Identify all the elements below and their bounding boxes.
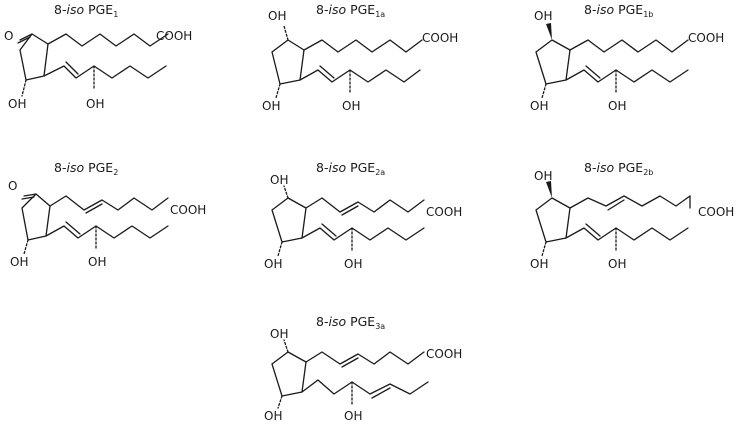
upper-chain [47,33,169,47]
wedge-bond [546,23,552,40]
oh-label: OH [344,409,362,423]
lower-chain [565,227,689,241]
keto-oxygen: O [8,179,17,193]
oh-label: OH [270,173,288,187]
oh-label: OH [88,255,106,269]
keto-oxygen: O [4,29,13,43]
lower-chain [45,225,169,239]
oh-label: OH [530,99,548,113]
cyclopentane-ring [271,197,307,243]
oh-label: OH [342,99,360,113]
cyclopentane-ring [271,351,307,397]
wedge-bond [546,181,552,198]
oh-label: OH [262,99,280,113]
cooh-label: COOH [688,31,724,45]
upper-chain [49,195,169,211]
compound-pge2a: 8-iso PGE2a OH COOH OH OH [264,160,462,271]
compound-pge2b: 8-iso PGE2b OH COOH OH OH [530,160,734,271]
oh-label: OH [530,257,548,271]
cyclopentane-ring [535,39,571,85]
cyclopentane-ring [19,33,49,81]
oh-label: OH [8,97,26,111]
compound-pge1: 8-iso PGE1 O COOH OH OH [4,2,192,111]
compound-title: 8-iso PGE1a [316,2,385,19]
oh-label: OH [270,327,288,341]
oh-label: OH [10,255,28,269]
upper-chain [569,195,691,209]
compound-pge1a: 8-iso PGE1a OH COOH OH OH [262,2,458,113]
lower-chain [301,379,429,395]
cooh-label: COOH [170,203,206,217]
compound-title: 8-iso PGE1b [584,2,653,19]
cooh-label: COOH [426,347,462,361]
cooh-label: COOH [698,205,734,219]
oh-label: OH [534,169,552,183]
lower-chain [43,65,167,79]
lower-chain [301,227,425,241]
lower-chain [299,69,421,83]
lower-chain [565,69,689,83]
oh-label: OH [534,9,552,23]
cooh-label: COOH [422,31,458,45]
cyclopentane-ring [535,197,571,243]
cyclopentane-ring [21,193,51,241]
compound-title: 8-iso PGE3a [316,314,385,331]
oh-label: OH [268,9,286,23]
compound-pge2: 8-iso PGE2 O COOH OH OH [8,160,206,269]
cooh-label: COOH [156,29,192,43]
compound-pge1b: 8-iso PGE1b OH COOH OH OH [530,2,724,113]
oh-label: OH [608,99,626,113]
cooh-label: COOH [426,205,462,219]
oh-label: OH [608,257,626,271]
oh-label: OH [264,257,282,271]
compound-pge3a: 8-iso PGE3a OH COOH OH OH [264,314,462,423]
oh-label: OH [344,257,362,271]
upper-chain [303,39,423,53]
compound-title: 8-iso PGE1 [54,2,118,19]
upper-chain [569,39,689,53]
compound-title: 8-iso PGE2b [584,160,653,177]
oh-label: OH [264,409,282,423]
oh-label: OH [86,97,104,111]
keto-bond [19,33,33,41]
cyclopentane-ring [271,39,305,85]
compound-title: 8-iso PGE2a [316,160,385,177]
upper-chain [305,351,425,365]
compound-title: 8-iso PGE2 [54,160,118,177]
upper-chain [305,197,425,213]
